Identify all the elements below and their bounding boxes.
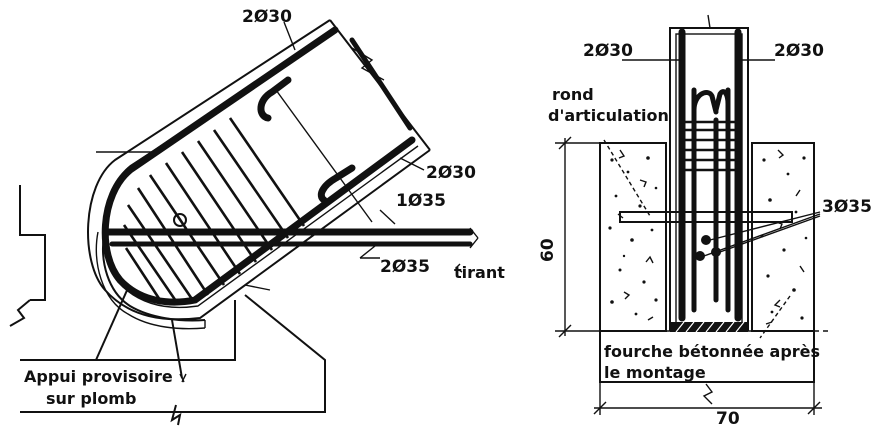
label-side-bars: 2Ø30 (426, 163, 476, 183)
dimension-height (555, 136, 600, 338)
right-leader-lines (603, 59, 821, 339)
member-outline (87, 19, 431, 321)
label-pivot-line2: d'articulation (548, 106, 669, 125)
aggregate-strokes (617, 149, 805, 325)
left-leader-lines (95, 21, 463, 383)
stirrups (122, 117, 306, 305)
label-fork-line1: fourche bétonnée après (604, 342, 820, 361)
label-width: 70 (716, 409, 740, 429)
aggregate-texture (608, 156, 808, 320)
lead-support-pad (95, 231, 206, 330)
label-height: 60 (538, 238, 558, 262)
bearing-hatch (675, 321, 745, 333)
left-elevation-view: 2Ø30 2Ø30 1Ø35 2Ø35 tirant Appui proviso… (9, 7, 505, 426)
label-support-line2: sur plomb (46, 389, 136, 408)
ground-context-lines (9, 151, 326, 426)
right-section-view: 2Ø30 2Ø30 rond d'articulation 3Ø35 60 70… (538, 14, 872, 429)
label-bars-right: 2Ø30 (774, 41, 824, 61)
label-tie: tirant (454, 263, 505, 282)
label-bars-left: 2Ø30 (583, 41, 633, 61)
label-fork-line2: le montage (604, 363, 706, 382)
label-pivot-line1: rond (552, 85, 594, 104)
label-support-line1: Appui provisoire (24, 367, 173, 386)
main-rebars (101, 26, 416, 306)
label-tie-single: 1Ø35 (396, 191, 446, 211)
label-top-bars: 2Ø30 (242, 7, 292, 27)
member-section (619, 14, 793, 333)
label-tie-double: 2Ø35 (380, 257, 430, 277)
tie-rods (104, 213, 479, 249)
label-pins: 3Ø35 (822, 197, 872, 217)
dimension-width (593, 382, 822, 415)
